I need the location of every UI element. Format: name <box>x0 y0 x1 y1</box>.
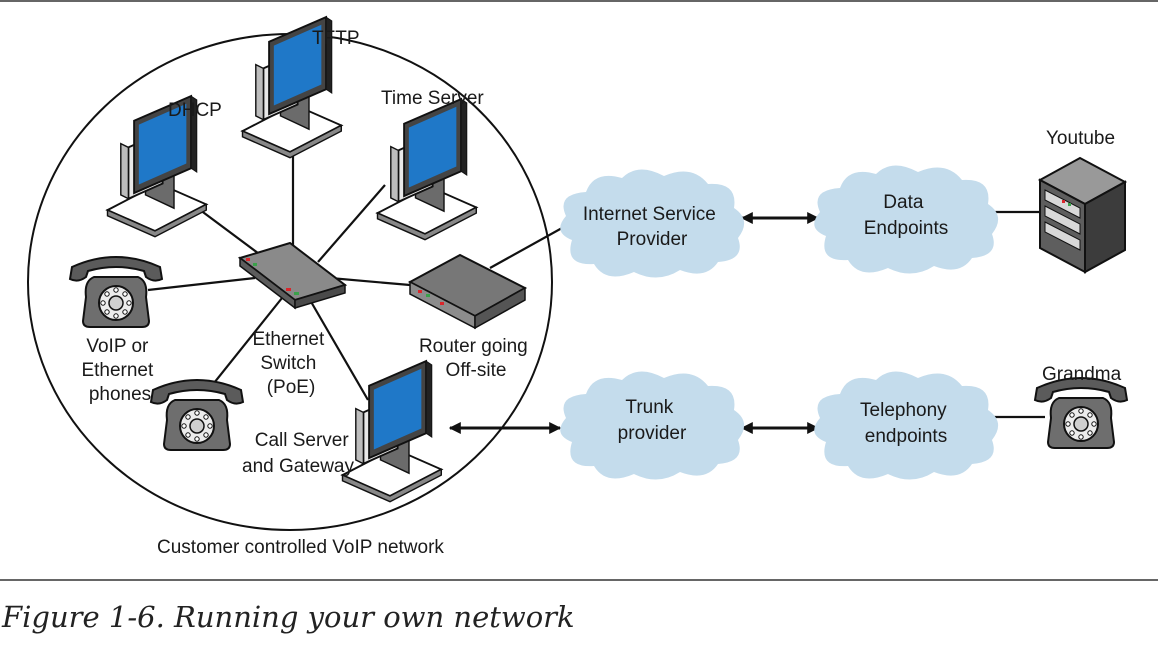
isp-label: Internet Service Provider <box>583 204 721 250</box>
switch-label: Ethernet Switch (PoE) <box>252 329 329 398</box>
router-label: Router going Off-site <box>419 336 533 381</box>
time-server-computer-icon <box>376 98 478 241</box>
router-icon <box>407 253 528 330</box>
tftp-label: TFTP <box>312 28 360 49</box>
trunk-label: Trunk provider <box>618 397 687 444</box>
link-arrows <box>448 212 820 434</box>
data-endpoints-label: Data Endpoints <box>864 192 949 239</box>
voip-phone-icon <box>69 256 163 328</box>
voip-phone-icon-2 <box>150 379 244 451</box>
telephony-label: Telephony endpoints <box>860 400 952 447</box>
voip-phones-label: VoIP or Ethernet phones <box>81 336 158 405</box>
figure-caption: Figure 1-6. Running your own network <box>2 600 575 634</box>
call-server-label: Call Server and Gateway <box>242 430 354 477</box>
grandma-phone-icon <box>1034 377 1128 449</box>
network-label: Customer controlled VoIP network <box>157 537 444 558</box>
grandma-label: Grandma <box>1042 364 1122 385</box>
youtube-server-icon <box>1037 156 1128 274</box>
time-server-label: Time Server <box>381 88 484 109</box>
youtube-label: Youtube <box>1046 128 1115 149</box>
ethernet-switch-icon <box>237 241 348 310</box>
dhcp-label: DHCP <box>168 100 222 121</box>
